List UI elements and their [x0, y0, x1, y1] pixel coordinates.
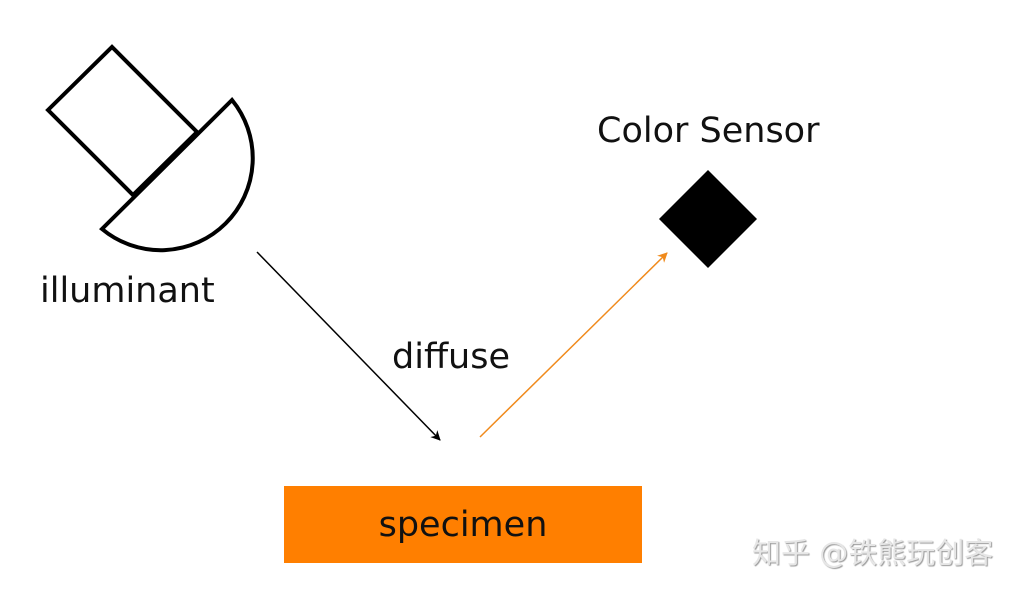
- watermark: 知乎 @铁熊玩创客: [752, 536, 994, 570]
- reflected-arrow: [479, 252, 668, 438]
- illuminant-lamp-icon: [45, 44, 255, 253]
- specimen-block: [284, 486, 642, 563]
- color-sensor-label: Color Sensor: [597, 111, 820, 151]
- color-sensor-icon: [659, 170, 757, 268]
- illuminant-label: illuminant: [40, 271, 215, 311]
- incident-arrow: [256, 251, 441, 441]
- specimen-label: specimen: [378, 505, 548, 545]
- lamp-reflector: [99, 97, 255, 253]
- diffuse-label: diffuse: [392, 337, 511, 377]
